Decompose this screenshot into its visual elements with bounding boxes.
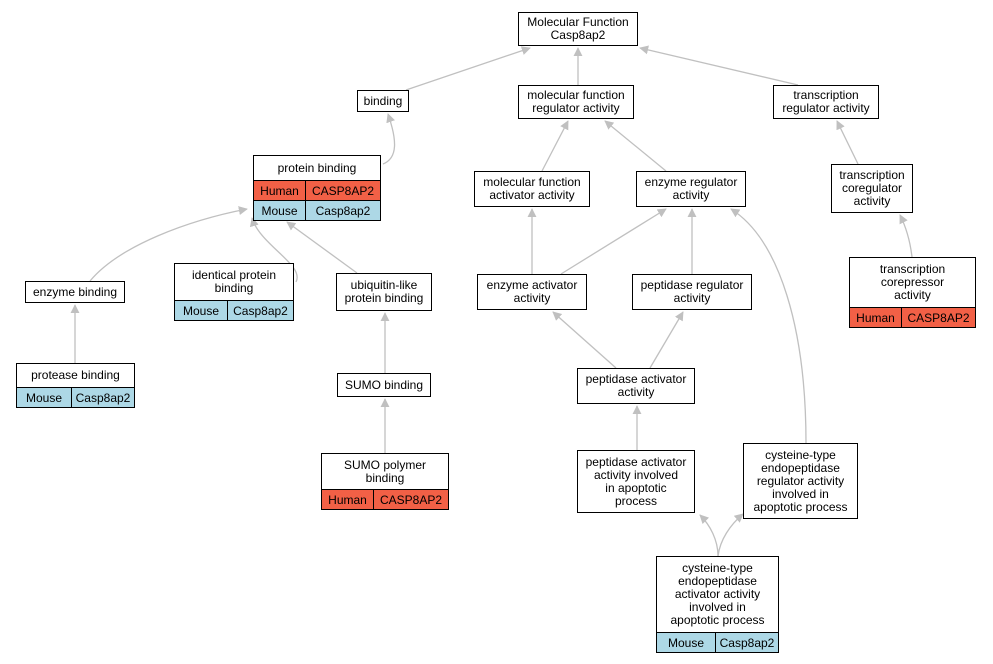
go-term-root[interactable]: Molecular Function Casp8ap2 xyxy=(518,12,638,46)
edge-paa2 xyxy=(649,311,684,369)
term-label: transcription coregulator activity xyxy=(839,168,905,208)
term-label: peptidase activator activity involved in… xyxy=(585,454,687,508)
species-cell: Mouse xyxy=(667,635,705,650)
edge-ipb xyxy=(249,217,298,283)
edge-mfaa xyxy=(541,120,569,172)
species-cell: Mouse xyxy=(261,203,298,218)
gene-cell: Casp8ap2 xyxy=(227,301,293,320)
species-cell: Mouse xyxy=(25,390,63,405)
gene-cell: Casp8ap2 xyxy=(71,388,134,407)
term-label: peptidase activator activity xyxy=(585,372,687,399)
species-cell: Human xyxy=(260,183,299,198)
go-term-eaa[interactable]: enzyme activator activity xyxy=(477,274,587,310)
species-cell: Human xyxy=(856,310,895,325)
gene-cell: Casp8ap2 xyxy=(305,201,380,220)
edge-ulpb xyxy=(286,221,358,274)
annotation-row-human: Human CASP8AP2 xyxy=(322,489,448,509)
go-term-era[interactable]: enzyme regulator activity xyxy=(636,171,746,207)
go-term-paa[interactable]: peptidase activator activity xyxy=(577,368,695,404)
term-label: binding xyxy=(363,93,403,108)
edge-cteraap xyxy=(730,208,807,444)
go-term-tca[interactable]: transcription coregulator activity xyxy=(831,164,913,213)
go-term-mfra[interactable]: molecular function regulator activity xyxy=(518,85,634,119)
go-term-paaap[interactable]: peptidase activator activity involved in… xyxy=(577,450,695,513)
edge-tca xyxy=(836,120,859,165)
annotation-row-human: Human CASP8AP2 xyxy=(850,307,975,327)
go-term-tra[interactable]: transcription regulator activity xyxy=(773,85,879,119)
term-label: ubiquitin-like protein binding xyxy=(344,278,424,305)
edge-tcra xyxy=(899,214,913,258)
term-label: identical protein binding xyxy=(191,268,277,295)
term-label: transcription regulator activity xyxy=(782,88,870,115)
term-label: transcription corepressor activity xyxy=(879,262,946,302)
go-term-pra[interactable]: peptidase regulator activity xyxy=(632,274,752,310)
edge-eaa2 xyxy=(560,208,667,275)
go-term-cteaaap[interactable]: cysteine-type endopeptidase activator ac… xyxy=(656,556,779,653)
term-label: molecular function regulator activity xyxy=(527,88,625,115)
edge-eb xyxy=(89,206,248,282)
annotation-row-mouse: Mouse Casp8ap2 xyxy=(17,387,134,407)
edge-cteaaap2 xyxy=(717,513,744,557)
edge-tra xyxy=(639,45,799,86)
gene-cell: CASP8AP2 xyxy=(373,490,448,509)
go-term-sumob[interactable]: SUMO binding xyxy=(337,373,431,397)
go-term-mfaa[interactable]: molecular function activator activity xyxy=(474,171,590,207)
edge-cteaaap1 xyxy=(699,514,719,557)
go-term-ulpb[interactable]: ubiquitin-like protein binding xyxy=(336,273,432,311)
term-label: peptidase regulator activity xyxy=(640,278,744,305)
edge-era xyxy=(604,120,667,172)
annotation-row-mouse: Mouse Casp8ap2 xyxy=(657,632,778,652)
term-label: protease binding xyxy=(31,368,120,382)
term-label: SUMO polymer binding xyxy=(343,457,426,485)
annotation-row-mouse: Mouse Casp8ap2 xyxy=(254,200,380,220)
gene-cell: CASP8AP2 xyxy=(901,308,975,327)
term-label: cysteine-type endopeptidase activator ac… xyxy=(670,561,765,627)
go-term-eb[interactable]: enzyme binding xyxy=(25,281,125,303)
annotation-row-human: Human CASP8AP2 xyxy=(254,180,380,200)
species-cell: Mouse xyxy=(182,303,220,318)
term-label: SUMO binding xyxy=(344,377,424,392)
edge-paa xyxy=(552,311,617,369)
go-term-binding[interactable]: binding xyxy=(357,90,409,112)
species-cell: Human xyxy=(328,492,367,507)
edge-pb xyxy=(382,113,396,165)
edge-binding xyxy=(405,46,531,91)
gene-cell: Casp8ap2 xyxy=(715,633,778,652)
gene-cell: CASP8AP2 xyxy=(305,181,380,200)
term-label: protein binding xyxy=(277,160,357,175)
term-label: enzyme binding xyxy=(32,284,118,299)
term-label: enzyme regulator activity xyxy=(644,175,738,202)
term-label: Molecular Function Casp8ap2 xyxy=(527,15,629,42)
term-label: molecular function activator activity xyxy=(483,175,581,202)
go-term-cteraap[interactable]: cysteine-type endopeptidase regulator ac… xyxy=(743,443,858,519)
term-label: cysteine-type endopeptidase regulator ac… xyxy=(753,447,848,514)
annotation-row-mouse: Mouse Casp8ap2 xyxy=(175,300,293,320)
term-label: enzyme activator activity xyxy=(486,278,578,305)
